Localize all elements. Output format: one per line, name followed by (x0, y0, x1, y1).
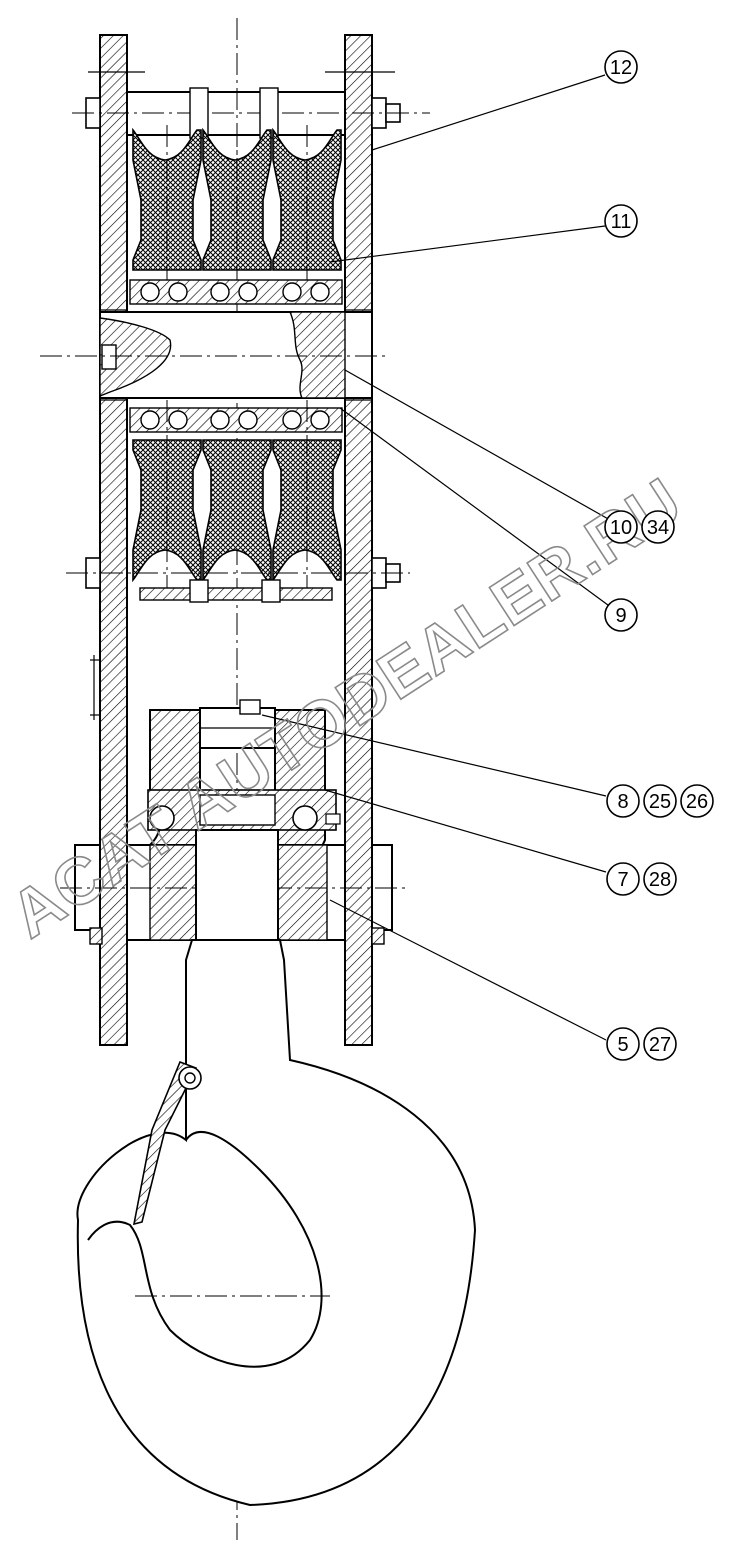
lower-tie-bolt (66, 557, 410, 603)
callout-34: 34 (641, 510, 675, 544)
svg-text:5: 5 (617, 1034, 628, 1056)
callout-9: 9 (604, 598, 638, 632)
callout-25: 25 (643, 784, 677, 818)
callout-12: 12 (604, 50, 638, 84)
leader-lines (261, 74, 613, 1041)
svg-text:10: 10 (610, 517, 632, 539)
callout-10: 10 (604, 510, 638, 544)
thrust-bearing (147, 789, 341, 831)
lower-bearing-row (129, 407, 343, 433)
svg-text:7: 7 (617, 869, 628, 891)
svg-text:11: 11 (611, 211, 632, 233)
svg-text:26: 26 (686, 791, 708, 813)
callout-26: 26 (680, 784, 714, 818)
svg-text:27: 27 (649, 1034, 671, 1056)
rope-guard-bars (189, 87, 279, 139)
callout-28: 28 (643, 862, 677, 896)
left-side-plate (99, 34, 128, 1046)
top-lugs (88, 71, 395, 136)
safety-latch (132, 1060, 202, 1226)
upper-sheaves (132, 125, 342, 300)
svg-text:12: 12 (610, 57, 632, 79)
callout-8: 8 (606, 784, 640, 818)
svg-text:25: 25 (649, 791, 671, 813)
callout-27: 27 (643, 1027, 677, 1061)
sheave-axle (40, 311, 385, 399)
callout-11: 11 (604, 204, 638, 238)
callout-7: 7 (606, 862, 640, 896)
svg-text:34: 34 (647, 517, 669, 539)
svg-text:9: 9 (615, 605, 626, 627)
hook (76, 829, 477, 1507)
lower-sheaves (132, 400, 342, 590)
svg-text:28: 28 (649, 869, 671, 891)
callout-5: 5 (606, 1027, 640, 1061)
svg-text:8: 8 (617, 791, 628, 813)
right-side-plate (344, 34, 373, 1046)
side-bracket (90, 655, 100, 720)
upper-tie-bolt (72, 97, 430, 129)
upper-bearing-row (129, 279, 343, 305)
